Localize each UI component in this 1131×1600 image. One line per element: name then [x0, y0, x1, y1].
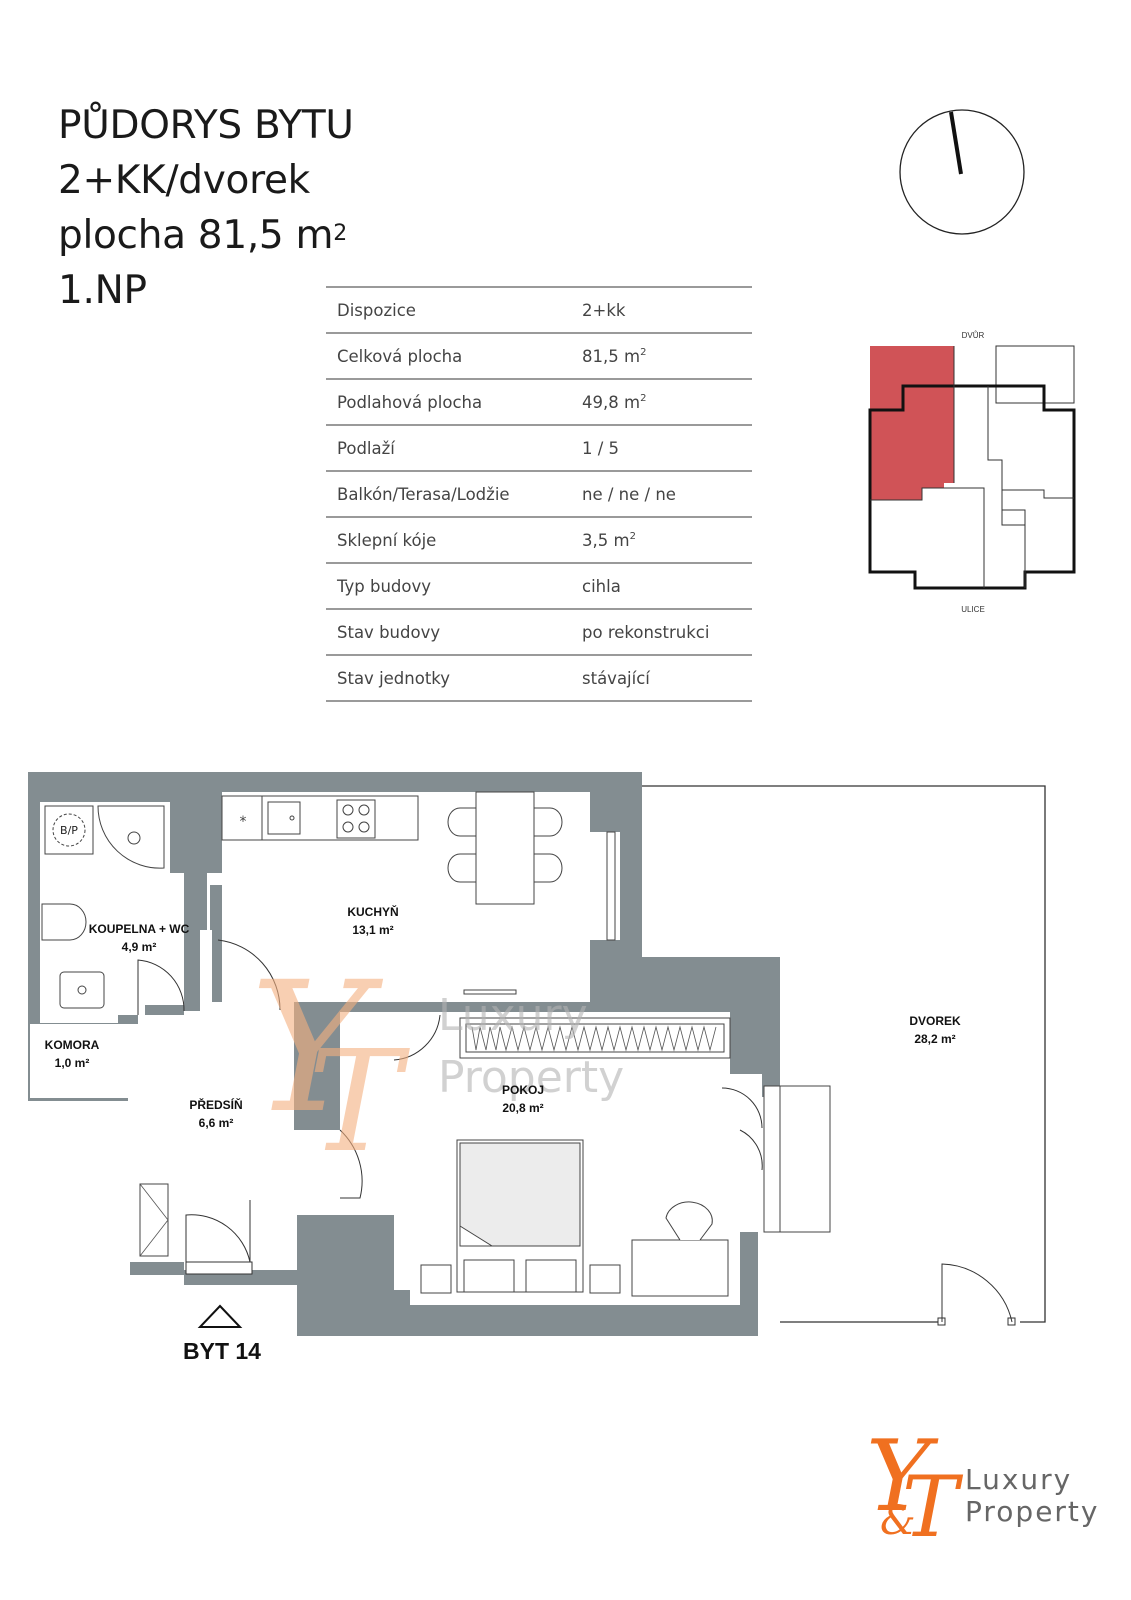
bedroom-furniture	[420, 1139, 729, 1297]
logo-line-2: Property	[965, 1495, 1100, 1528]
logo-y-glyph: Y	[866, 1420, 939, 1534]
watermark-line-1: Luxury	[438, 990, 588, 1041]
entrance-triangle-icon	[197, 1304, 243, 1328]
watermark: Y T Luxury Property	[250, 944, 624, 1184]
entrance-marker: BYT 14	[183, 1304, 261, 1364]
room-area-dvorek: 28,2 m²	[914, 1032, 955, 1046]
room-komora	[30, 1024, 128, 1098]
logo-line-1: Luxury	[965, 1463, 1073, 1496]
logo-t-glyph: T	[902, 1458, 964, 1556]
hall-cabinet	[139, 1183, 169, 1257]
room-labels: KOUPELNA + WC 4,9 m² KUCHYŇ 13,1 m² KOMO…	[45, 904, 961, 1130]
room-name-pokoj: POKOJ	[502, 1083, 544, 1097]
unit-label: BYT 14	[183, 1338, 261, 1364]
bathroom-fixtures: B/P	[41, 805, 165, 1009]
logo-amp-glyph: &	[880, 1498, 916, 1544]
boiler-label: B/P	[60, 824, 78, 837]
room-area-predsin: 6,6 m²	[199, 1116, 234, 1130]
svg-text:*: *	[240, 814, 247, 830]
courtyard	[642, 785, 1046, 1326]
key-plan: DVŮR ULICE	[868, 331, 1076, 614]
room-area-kuchyn: 13,1 m²	[352, 923, 393, 937]
title-line-3: plocha 81,5 m2	[58, 213, 347, 258]
company-logo: Y T &	[866, 1420, 964, 1556]
doors	[137, 939, 763, 1275]
wardrobe	[459, 1017, 731, 1059]
room-area-pokoj: 20,8 m²	[502, 1101, 543, 1115]
kitchen-fixtures: *	[221, 791, 563, 995]
logo-text: Luxury Property	[965, 1464, 1099, 1528]
watermark-line-2: Property	[438, 1052, 624, 1103]
svg-text:T: T	[308, 1021, 410, 1184]
room-name-dvorek: DVOREK	[909, 1014, 961, 1028]
keyplan-bottom-label: ULICE	[961, 605, 985, 614]
room-area-koupelna: 4,9 m²	[122, 940, 157, 954]
room-name-komora: KOMORA	[45, 1038, 100, 1052]
keyplan-unit-highlight	[870, 346, 954, 500]
room-name-predsin: PŘEDSÍŇ	[189, 1097, 242, 1112]
title-line-2: 2+KK/dvorek	[58, 158, 310, 203]
plan-title: PŮDORYS BYTU 2+KK/dvorek plocha 81,5 m2 …	[58, 98, 354, 318]
svg-text:Y: Y	[250, 944, 384, 1153]
room-area-komora: 1,0 m²	[55, 1056, 90, 1070]
room-predsin	[138, 1002, 394, 1270]
room-name-koupelna: KOUPELNA + WC	[89, 922, 190, 936]
compass-icon	[899, 109, 1025, 235]
title-line-4: 1.NP	[58, 268, 147, 313]
title-line-1: PŮDORYS BYTU	[58, 103, 354, 148]
room-name-kuchyn: KUCHYŇ	[347, 904, 398, 919]
keyplan-top-label: DVŮR	[962, 331, 985, 340]
